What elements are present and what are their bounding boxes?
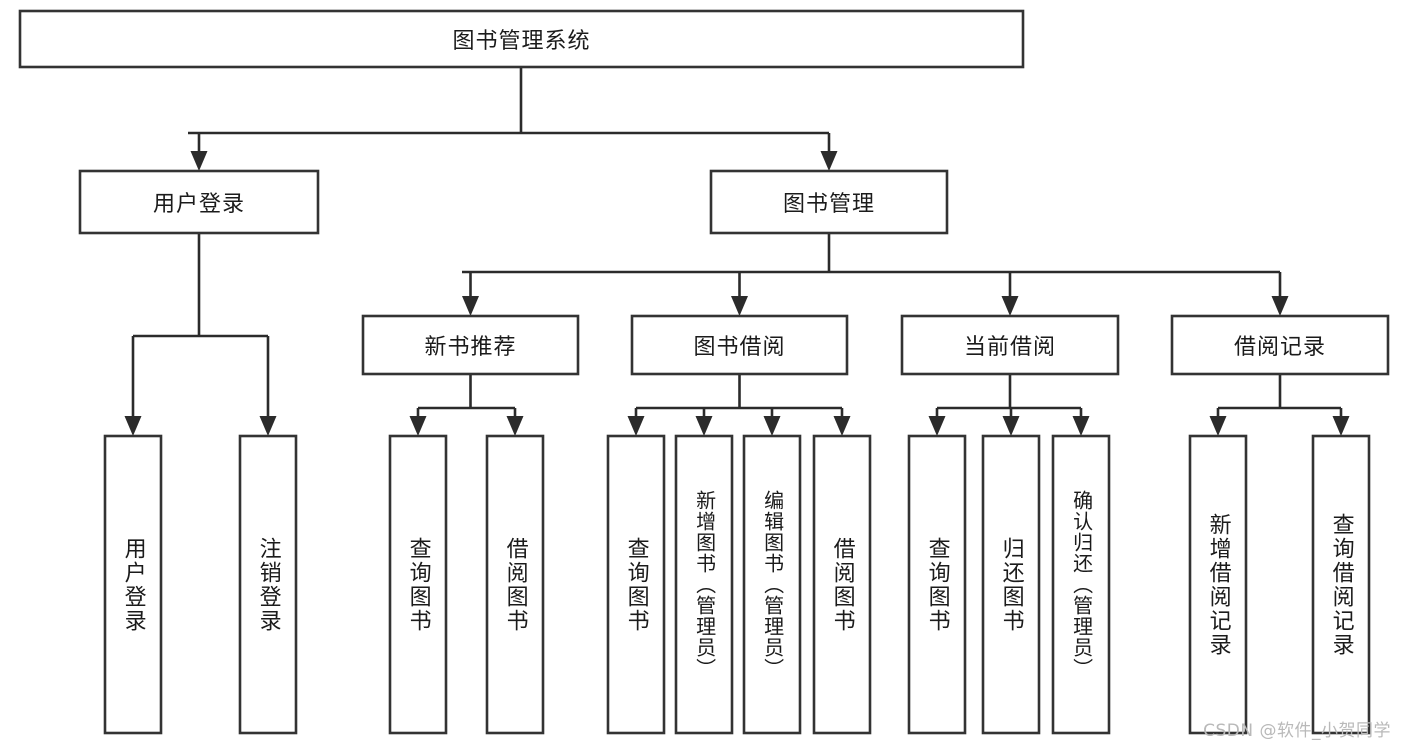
arrow-head-icon bbox=[928, 416, 946, 436]
node-box-current-borrow[interactable] bbox=[900, 314, 1120, 376]
node-box-leaf-query-book-1[interactable] bbox=[388, 434, 448, 735]
connector-lines-group bbox=[124, 67, 1350, 436]
arrow-head-icon bbox=[820, 151, 838, 171]
arrow-head-icon bbox=[124, 416, 142, 436]
node-box-book-manage[interactable] bbox=[709, 169, 949, 235]
csdn-watermark: CSDN @软件_小贺同学 bbox=[1203, 721, 1391, 741]
node-box-user-login[interactable] bbox=[78, 169, 320, 235]
arrow-head-icon bbox=[1209, 416, 1227, 436]
node-box-leaf-query-book-2[interactable] bbox=[606, 434, 666, 735]
node-box-new-book-recommend[interactable] bbox=[361, 314, 580, 376]
arrow-head-icon bbox=[763, 416, 781, 436]
arrow-head-icon bbox=[1002, 416, 1020, 436]
arrow-head-icon bbox=[833, 416, 851, 436]
node-box-leaf-add-borrow-record[interactable] bbox=[1188, 434, 1248, 735]
node-box-leaf-borrow-book-1[interactable] bbox=[485, 434, 545, 735]
arrow-head-icon bbox=[259, 416, 277, 436]
arrow-head-icon bbox=[627, 416, 645, 436]
node-box-leaf-logout-login[interactable] bbox=[238, 434, 298, 735]
arrow-head-icon bbox=[1332, 416, 1350, 436]
node-box-leaf-edit-book[interactable] bbox=[742, 434, 802, 735]
arrow-head-icon bbox=[731, 296, 748, 316]
node-box-borrow-record[interactable] bbox=[1170, 314, 1390, 376]
node-box-leaf-confirm-return[interactable] bbox=[1051, 434, 1111, 735]
arrow-head-icon bbox=[506, 416, 524, 436]
arrow-head-icon bbox=[695, 416, 713, 436]
node-box-leaf-query-book-3[interactable] bbox=[907, 434, 967, 735]
arrow-head-icon bbox=[1001, 296, 1019, 316]
arrow-head-icon bbox=[1271, 296, 1289, 316]
arrow-head-icon bbox=[462, 296, 479, 316]
arrow-head-icon bbox=[190, 151, 208, 171]
node-box-leaf-add-book[interactable] bbox=[674, 434, 734, 735]
node-box-book-borrow[interactable] bbox=[630, 314, 849, 376]
arrow-head-icon bbox=[409, 416, 427, 436]
node-box-leaf-return-book[interactable] bbox=[981, 434, 1041, 735]
node-box-leaf-query-borrow-record[interactable] bbox=[1311, 434, 1371, 735]
node-boxes-group bbox=[18, 9, 1390, 735]
arrow-head-icon bbox=[1072, 416, 1090, 436]
node-box-leaf-user-login[interactable] bbox=[103, 434, 163, 735]
node-box-leaf-borrow-book-2[interactable] bbox=[812, 434, 872, 735]
node-box-root[interactable] bbox=[18, 9, 1025, 69]
